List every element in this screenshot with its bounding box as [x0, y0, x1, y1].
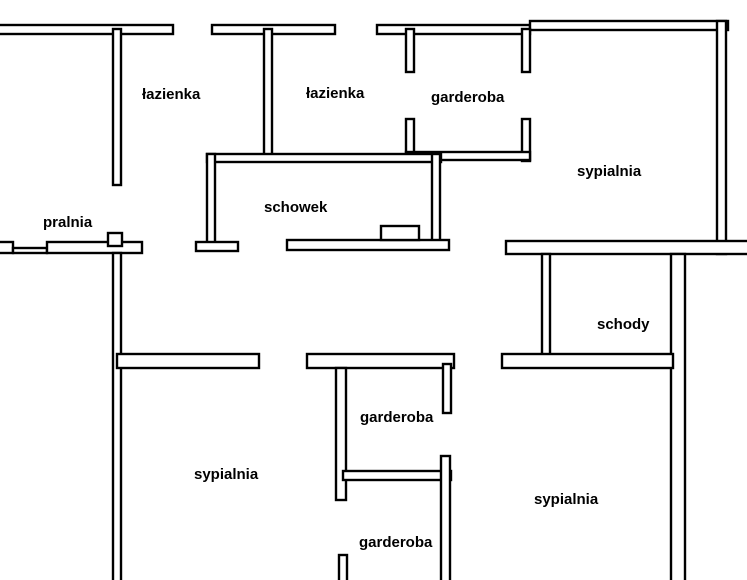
- wall-top-1: [0, 23, 175, 36]
- label-sypialnia-bottom-left: sypialnia: [194, 466, 259, 483]
- wall-top-4: [528, 19, 730, 32]
- label-schowek: schowek: [264, 199, 328, 216]
- wall-laundry-left-stub: [0, 240, 15, 255]
- label-sypialnia-top-right: sypialnia: [577, 163, 642, 180]
- wall-top-2: [210, 23, 337, 36]
- wall-bedroom-bottom: [504, 239, 747, 256]
- wall-top-3: [375, 23, 532, 36]
- label-garderoba-top: garderoba: [431, 89, 505, 106]
- wall-bath-closet: [404, 27, 416, 74]
- wall-right-lower: [669, 252, 687, 580]
- wall-left-corridor: [111, 251, 123, 580]
- wall-closet-mid-top: [305, 352, 456, 370]
- label-lazienka-2: łazienka: [306, 85, 365, 102]
- wall-closet-spine: [334, 366, 348, 502]
- label-pralnia: pralnia: [43, 214, 93, 231]
- label-lazienka-1: łazienka: [142, 86, 201, 103]
- wall-storage-left: [205, 152, 217, 252]
- label-schody: schody: [597, 316, 650, 333]
- wall-storage-foot: [194, 240, 240, 253]
- wall-stairs-left: [540, 252, 552, 358]
- wall-closet-mid-right: [441, 362, 453, 415]
- wall-right-bedroom: [715, 19, 728, 256]
- room-labels: łazienka łazienka garderoba sypialnia pr…: [43, 85, 650, 551]
- wall-laundry-bottom: [11, 246, 49, 255]
- wall-bedroom-left-top: [115, 352, 261, 370]
- wall-closet-divider: [341, 469, 453, 482]
- label-garderoba-bottom: garderoba: [359, 534, 433, 551]
- label-sypialnia-bottom-right: sypialnia: [534, 491, 599, 508]
- label-garderoba-mid: garderoba: [360, 409, 434, 426]
- wall-laundry-bath: [111, 27, 123, 187]
- walls: [0, 19, 747, 580]
- wall-bedroom-right-top: [500, 352, 675, 370]
- wall-closet-lower-right: [439, 454, 452, 580]
- wall-storage-right: [430, 152, 442, 250]
- wall-closet-lower-stub: [337, 553, 349, 580]
- wall-laundry-bottom-right: [45, 240, 144, 255]
- wall-storage-bottom: [285, 238, 451, 252]
- wall-storage-top: [205, 152, 443, 164]
- wall-closet-bedroom: [520, 27, 532, 74]
- wall-laundry-post: [106, 231, 124, 248]
- wall-bath-bath: [262, 27, 274, 158]
- storage-shelf: [379, 224, 421, 242]
